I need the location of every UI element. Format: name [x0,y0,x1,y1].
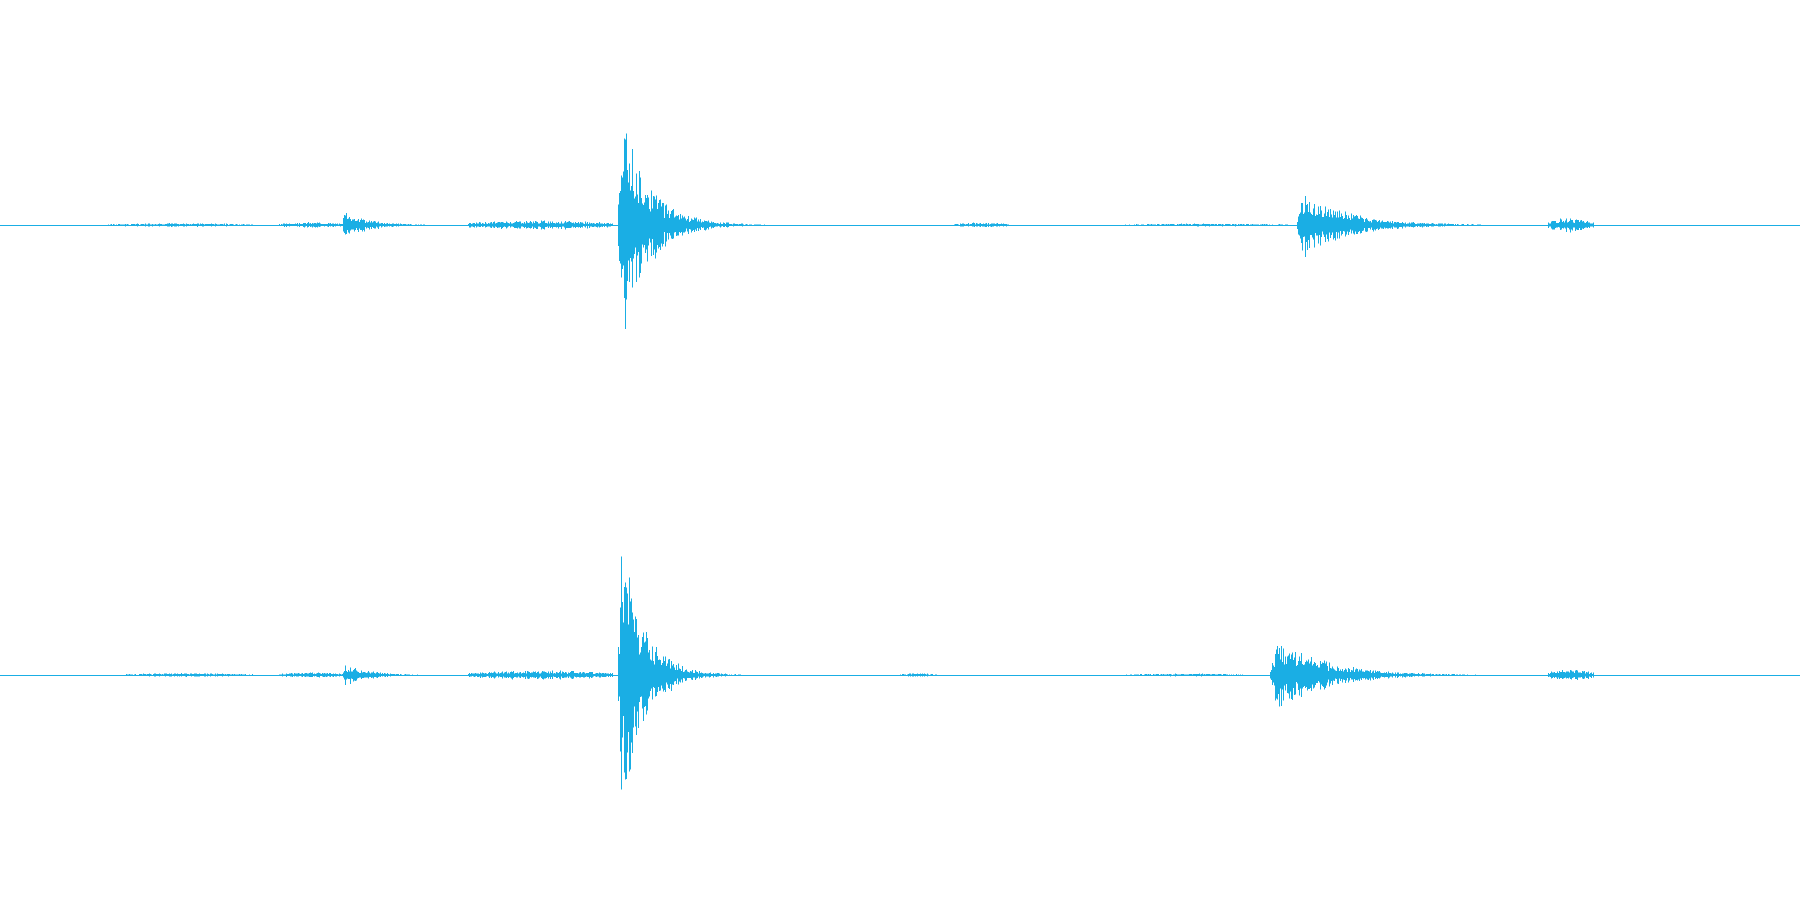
channel-1-burst-3 [343,213,425,235]
channel-2-burst-2 [279,672,343,678]
channel-2-burst-9 [1548,669,1594,680]
channel-2-burst-3 [343,665,418,686]
channel-1-burst-8 [1297,196,1481,257]
channel-2-burst-7 [1126,673,1243,677]
channel-1-waveform [0,133,1800,330]
channel-1-burst-7 [1125,223,1288,227]
channel-1-burst-1 [108,223,253,227]
channel-1-burst-2 [279,222,343,228]
channel-2-burst-4 [468,670,613,680]
channel-1-burst-5 [618,133,765,330]
channel-2-burst-1 [126,673,253,677]
channel-2-burst-8 [1270,646,1476,707]
channel-1-burst-9 [1548,218,1594,233]
channel-1-burst-6 [954,222,1009,227]
channel-2-burst-6 [900,673,937,677]
channel-2-burst-5 [618,556,741,790]
channel-2-waveform [0,556,1800,790]
channel-1-burst-4 [468,220,613,230]
